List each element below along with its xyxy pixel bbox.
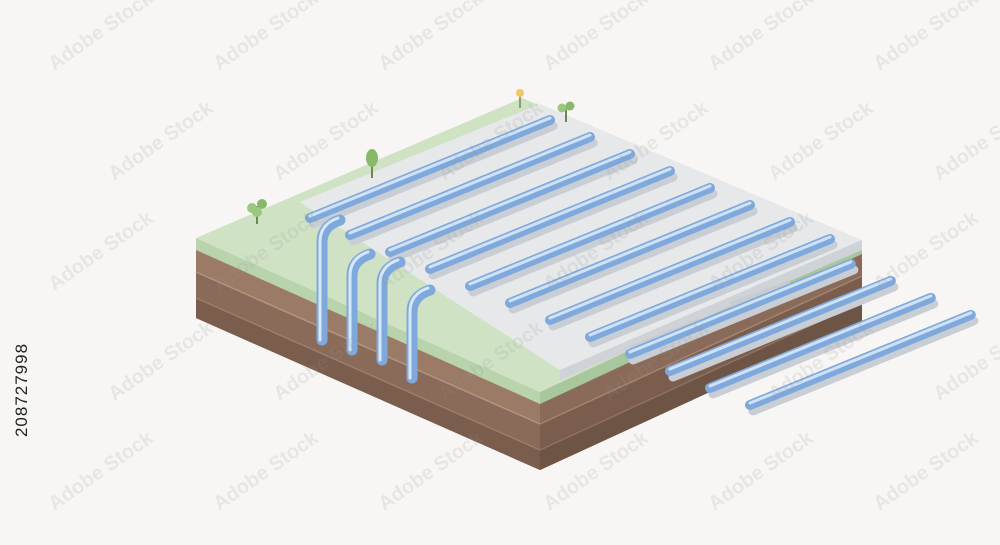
water-pipe xyxy=(425,166,678,280)
water-pipe xyxy=(385,149,638,263)
riser-pipe xyxy=(316,214,346,346)
water-pipe xyxy=(625,258,859,365)
shrub-icon xyxy=(247,199,267,224)
water-pipe xyxy=(345,132,598,246)
horizontal-pipes xyxy=(305,115,979,416)
water-pipe xyxy=(745,309,979,416)
riser-pipe xyxy=(376,256,406,366)
water-pipe xyxy=(545,217,798,331)
water-pipe xyxy=(665,275,899,382)
vertical-riser-pipes xyxy=(316,214,436,384)
riser-pipe xyxy=(406,284,436,384)
stock-id-label: 208727998 xyxy=(12,342,31,438)
water-pipe xyxy=(705,292,939,399)
riser-pipe xyxy=(346,248,376,356)
flower-icon xyxy=(516,89,524,108)
water-pipe xyxy=(505,200,758,314)
tree-icon xyxy=(366,149,378,178)
soil-left-face xyxy=(195,248,541,470)
water-pipe xyxy=(465,183,718,297)
water-pipe xyxy=(585,234,838,348)
water-pipe xyxy=(305,115,558,229)
shrub-icon xyxy=(557,101,575,122)
